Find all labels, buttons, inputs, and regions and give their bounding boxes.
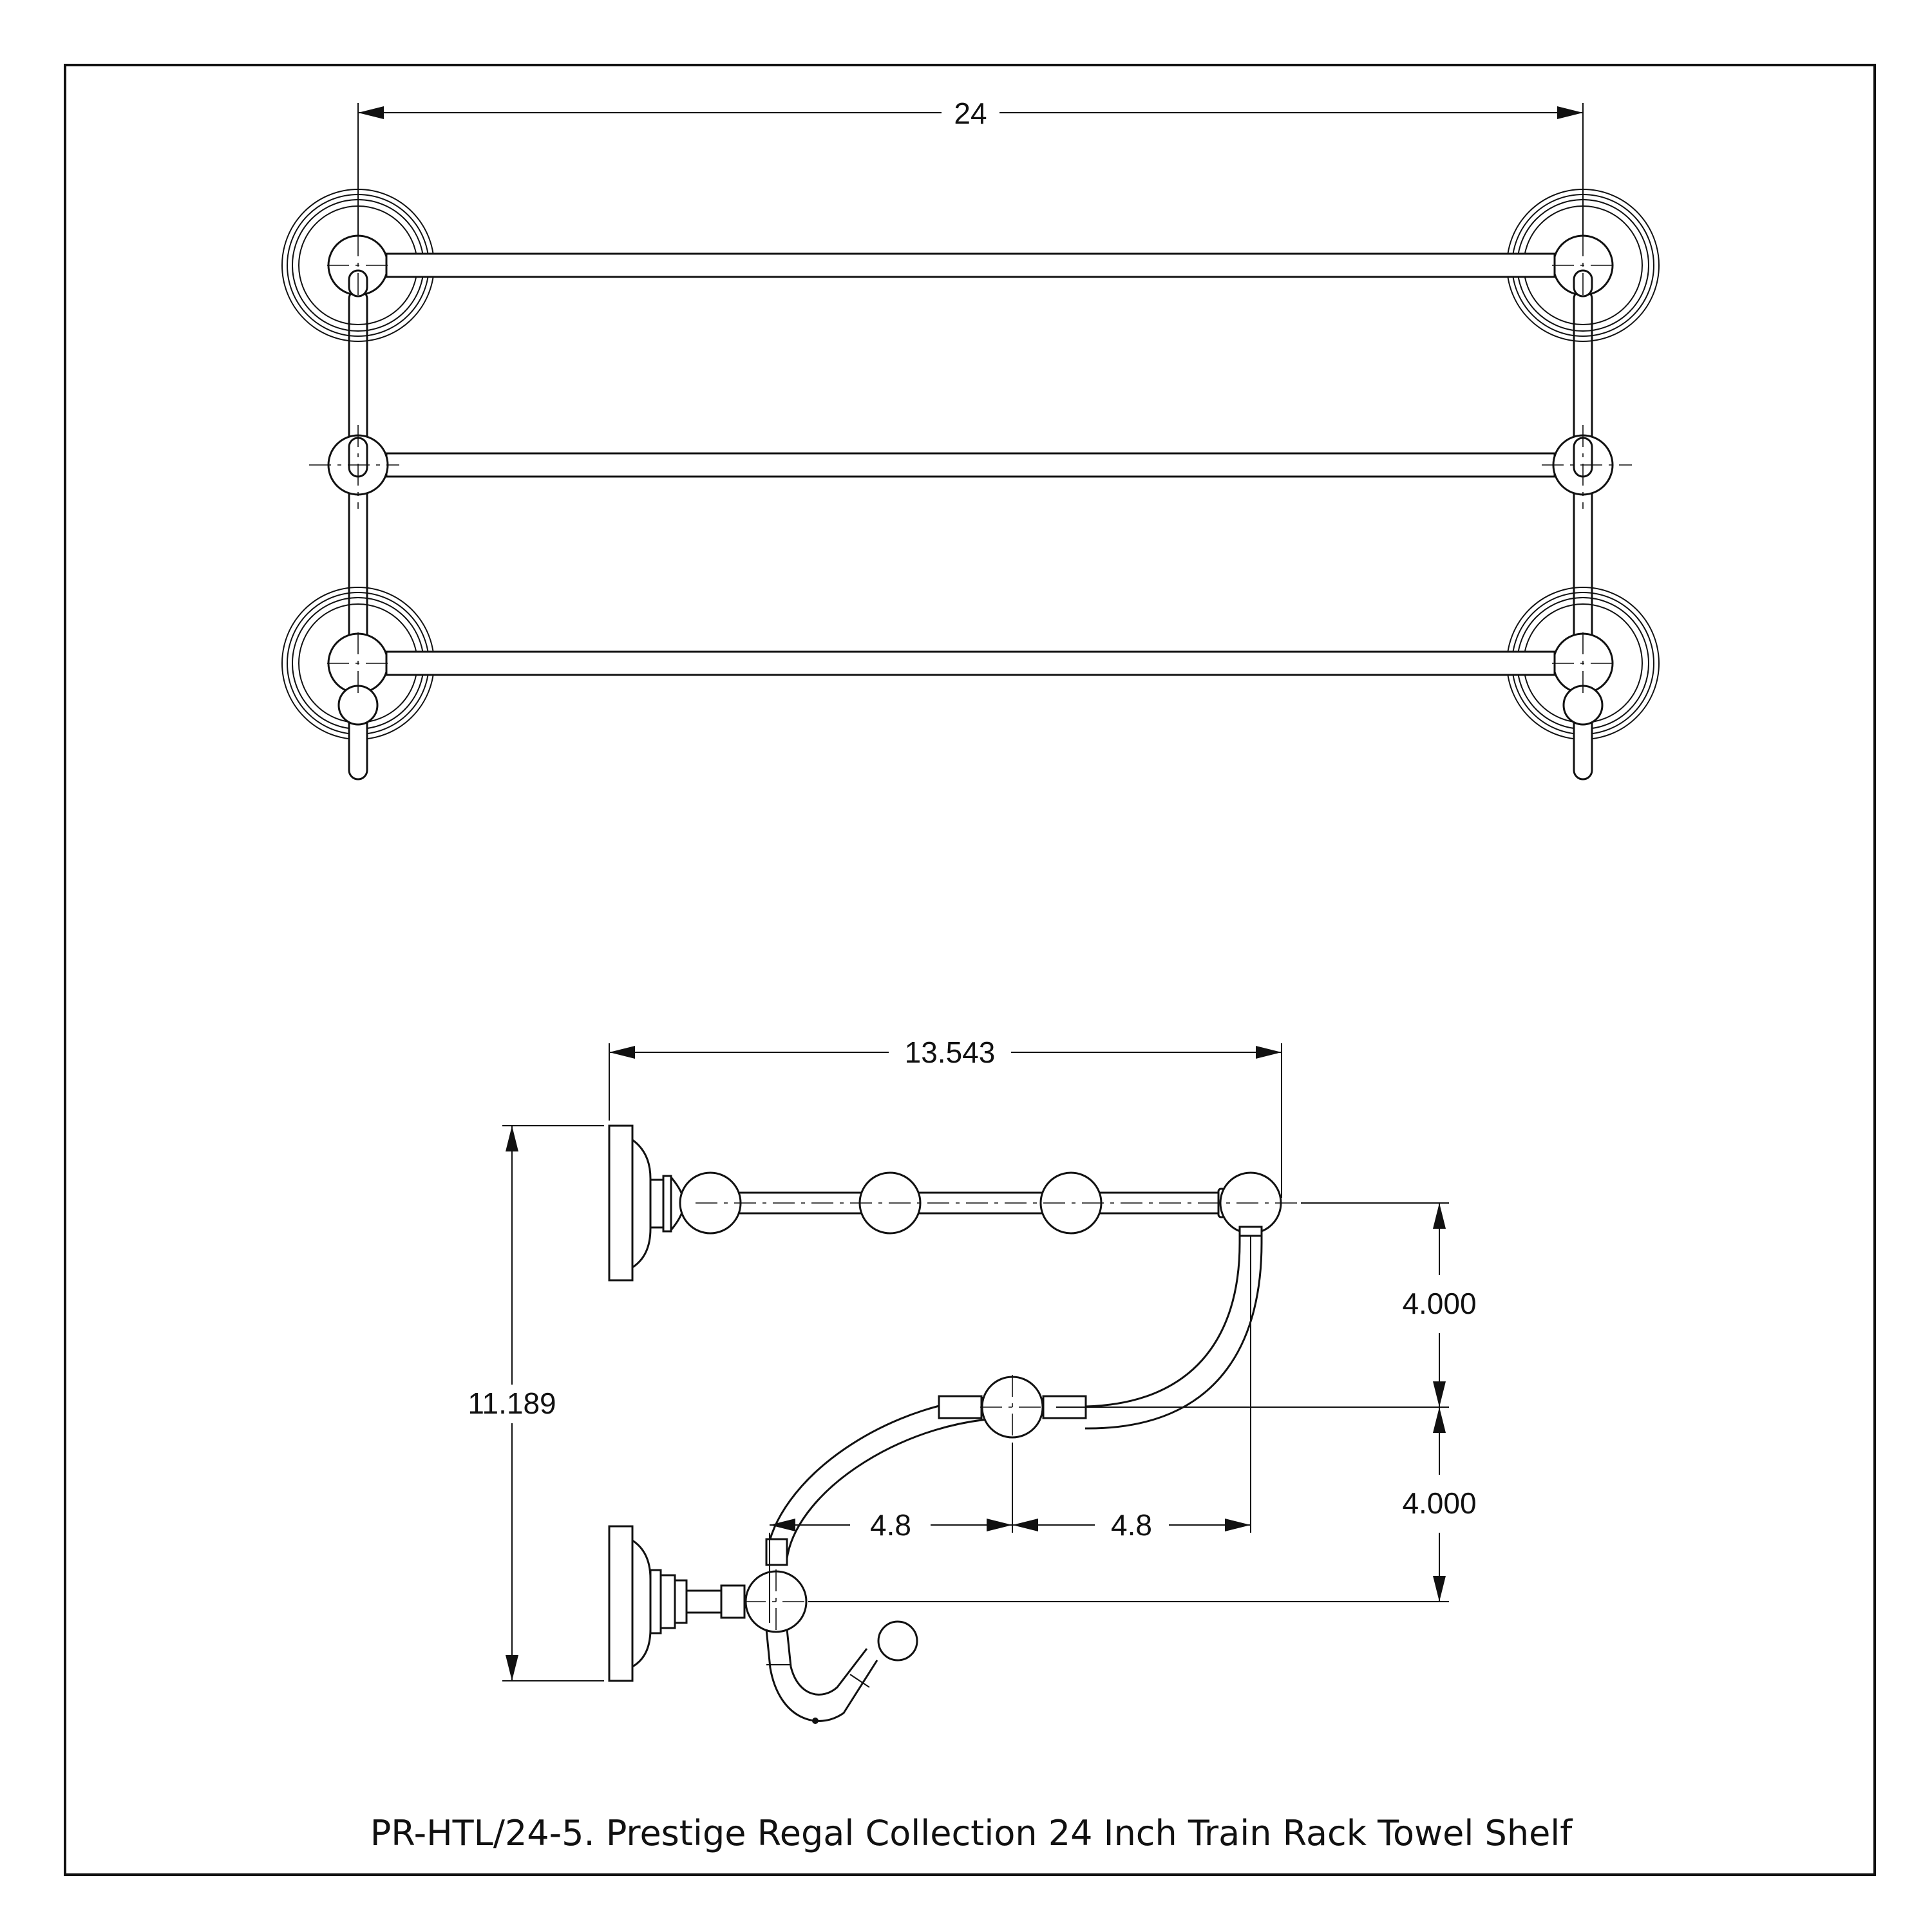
towel-bar-bottom: [385, 650, 1556, 676]
dimension-rise-lower-label: 4.000: [1402, 1486, 1476, 1520]
wall-plate-top: [608, 1124, 685, 1282]
hook-stub-right: [1562, 685, 1604, 781]
dimension-rise-upper: 4.000: [1056, 1202, 1477, 1408]
dimension-front-width-label: 24: [954, 97, 987, 130]
towel-bar-top: [385, 252, 1556, 278]
dimension-side-depth-label: 13.543: [905, 1036, 996, 1069]
towel-bar-middle: [385, 452, 1556, 478]
side-view: 13.543 11.189 4.000 4.000: [468, 1036, 1477, 1724]
side-hook: [765, 1620, 918, 1724]
drawing-border: [64, 64, 1876, 1876]
dimension-rise-upper-label: 4.000: [1402, 1287, 1476, 1320]
center-marks-side: [696, 1202, 1301, 1634]
center-marks-front: [309, 234, 1632, 694]
dimension-offset-right-label: 4.8: [1111, 1508, 1152, 1542]
dimension-offset-right: 4.8: [1012, 1236, 1251, 1542]
dimension-side-height-label: 11.189: [468, 1387, 556, 1420]
dimension-rise-lower: 4.000: [808, 1407, 1477, 1602]
dimension-side-depth: 13.543: [609, 1036, 1282, 1198]
wall-plate-bottom: [608, 1525, 746, 1682]
dimension-side-height: 11.189: [468, 1125, 604, 1681]
dimension-offset-left-label: 4.8: [870, 1508, 911, 1542]
hook-stub-left: [337, 685, 379, 781]
drawing-caption: PR-HTL/24-5. Prestige Regal Collection 2…: [370, 1813, 1574, 1853]
dimension-front-width: 24: [357, 97, 1584, 303]
front-view: 24: [281, 97, 1660, 781]
side-posts: [348, 289, 1593, 771]
dimension-offset-left: 4.8: [769, 1443, 1013, 1623]
